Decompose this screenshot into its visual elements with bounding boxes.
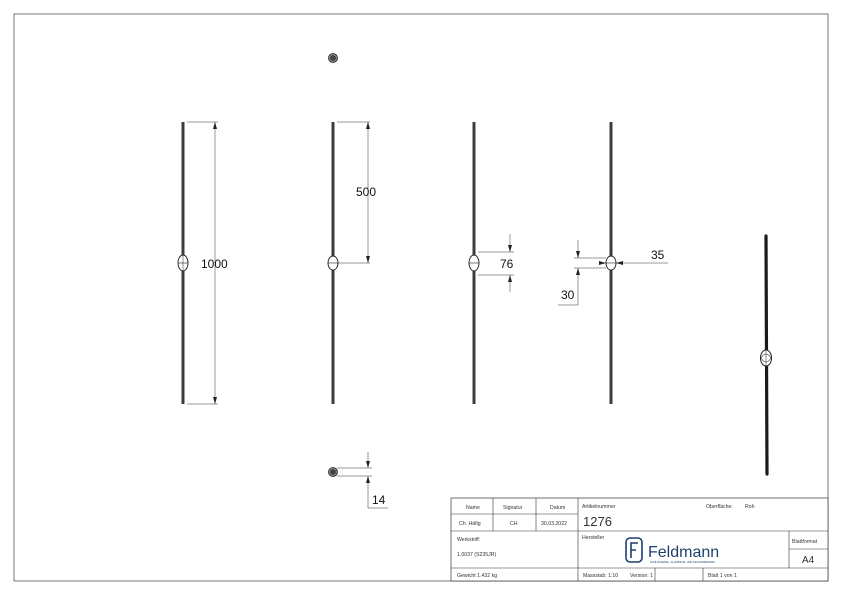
tb-scale: Massstab: 1:10 [583,573,618,579]
tb-sheet-format-label: Blattformat [792,539,818,545]
bar-view-3 [468,122,480,404]
dimension-knob-width: 35 [599,248,668,265]
logo-text: Feldmann [648,544,719,561]
logo-tagline: SCHLOSSEREI-, ALUMINIUM- UND TECHNIKBEDA… [650,560,715,564]
dimension-half-length: 500 [337,121,376,264]
feldmann-logo: Feldmann SCHLOSSEREI-, ALUMINIUM- UND TE… [625,537,719,564]
isometric-view [760,234,772,476]
tb-header-name: Name [466,505,480,511]
dimension-knob-height: 76 [478,234,514,292]
tb-material-value: 1.0037 (S235JR) [457,552,496,558]
dim-half-length-text: 500 [356,185,376,199]
bar-view-1 [177,122,189,404]
tb-header-signature: Signatur [503,505,523,511]
dim-knob-width-text: 35 [651,248,665,262]
tb-drawn-name: Ch. Häfig [459,521,481,527]
tb-sheet: Blatt 1 von 1 [708,573,737,579]
title-block: Name Signatur Datum Ch. Häfig CH 30.03.2… [450,497,829,582]
bar-view-2 [327,122,339,404]
tb-version: Version: 1 [630,573,653,579]
tb-article-number: 1276 [583,514,612,529]
tb-header-date: Datum [550,505,565,511]
bottom-section-view: 14 [328,452,388,509]
tb-sheet-format-value: A4 [802,555,815,566]
tb-manufacturer-label: Hersteller [582,535,604,541]
tb-drawn-signature: CH [510,521,518,527]
top-section-view [328,53,338,63]
tb-material-label: Werkstoff: [457,537,480,543]
tb-weight: Gewicht 1.432 kg [457,573,497,579]
tb-surface-label: Oberfläche: [706,504,733,510]
dim-length-text: 1000 [201,257,228,271]
dimension-length: 1000 [187,121,228,405]
tb-article-label: Artikelnummer [582,504,616,510]
dim-knob-offset-text: 30 [561,288,575,302]
dimension-knob-offset: 30 [558,240,606,306]
bar-view-4 [605,122,617,404]
dim-bar-section-text: 14 [372,493,386,507]
dim-knob-height-text: 76 [500,257,514,271]
tb-drawn-date: 30.03.2022 [541,521,567,527]
tb-surface-value: Roh [745,504,755,510]
sheet-frame [13,13,829,582]
